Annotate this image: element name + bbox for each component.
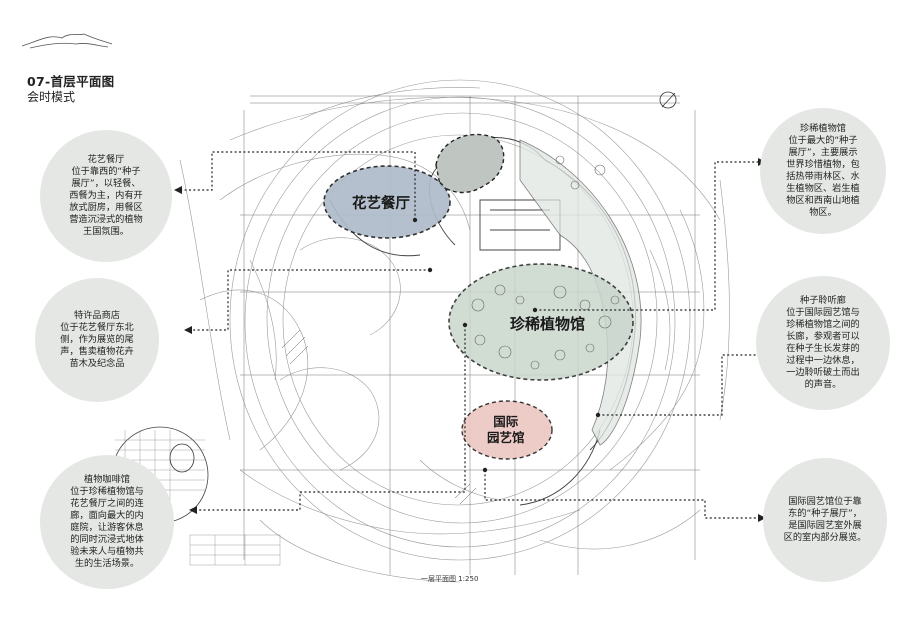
hatched-areas	[281, 329, 477, 505]
note-line: 位于靠西的“种子	[71, 166, 141, 177]
note-line: 花艺餐厅	[87, 154, 125, 165]
flower-restaurant-label: 花艺餐厅	[352, 196, 410, 212]
note-listening-corridor: 种子聆听廊位于国际园艺馆与珍稀植物馆之间的长廊，参观者可以在种子生长发芽的过程中…	[756, 276, 890, 410]
note-line: 花艺餐厅之间的连	[70, 498, 144, 509]
garden-hall-label-line1: 国际	[493, 414, 519, 429]
note-line: 种子聆听廊	[800, 295, 846, 306]
note-line: 东的“种子展厅”，	[788, 508, 862, 519]
note-line: 珍稀植物馆	[800, 123, 846, 134]
note-line: 王国氛围。	[83, 226, 129, 237]
note-line: 位于最大的“种子	[788, 135, 858, 146]
note-line: 国际园艺馆位于靠	[788, 496, 862, 507]
dark-zone-shape	[435, 133, 505, 194]
note-line: 营造沉浸式的植物	[69, 214, 143, 225]
note-line: 特许品商店	[74, 310, 120, 321]
note-line: 一边聆听破土而出	[786, 367, 860, 378]
note-line: 展厅”，主要展示	[788, 147, 858, 158]
garden-hall-label: 国际 园艺馆	[487, 414, 525, 446]
note-line: 在种子生长发芽的	[786, 343, 860, 354]
note-line: 庭院，让游客休息	[70, 522, 144, 533]
north-arrow-icon	[659, 91, 677, 109]
note-line: 生的生活场景。	[74, 558, 140, 569]
note-line: 物区。	[809, 207, 837, 218]
note-line: 的同时沉浸式地体	[70, 534, 144, 545]
note-line: 区的室内部分展览。	[783, 532, 867, 543]
note-line: 长廊，参观者可以	[786, 331, 860, 342]
flower-restaurant-zone	[323, 165, 451, 239]
note-line: 侧，作为展览的尾	[60, 334, 134, 345]
page-subtitle: 会时模式	[27, 90, 76, 104]
note-line: 展厅”，以轻餐、	[71, 178, 141, 189]
note-line: 过程中一边休息，	[786, 355, 860, 366]
note-line: 是国际园艺室外展	[788, 520, 862, 531]
note-line: 世界珍惜植物，包	[786, 159, 860, 170]
page-title: 07-首层平面图	[27, 74, 115, 89]
note-garden-hall: 国际园艺馆位于靠东的“种子展厅”，是国际园艺室外展区的室内部分展览。	[763, 458, 887, 582]
note-shop: 特许品商店位于花艺餐厅东北侧，作为展览的尾声，售卖植物花卉苗木及纪念品	[35, 278, 159, 402]
note-line: 苗木及纪念品	[69, 358, 125, 369]
note-line: 验未来人与植物共	[70, 546, 144, 557]
note-line: 西餐为主，内有开	[69, 190, 143, 201]
leader-lines	[180, 151, 760, 519]
tree-symbols	[471, 155, 620, 370]
note-line: 珍稀植物馆之间的	[786, 319, 860, 330]
garden-hall-label-line2: 园艺馆	[487, 430, 525, 445]
note-line: 位于花艺餐厅东北	[60, 322, 134, 333]
note-line: 位于珍稀植物馆与	[70, 486, 144, 497]
leader-dots	[412, 217, 601, 473]
plan-caption: 一层平面图 1:250	[421, 575, 479, 583]
note-cafe: 植物咖啡馆位于珍稀植物馆与花艺餐厅之间的连廊，面向最大的内庭院，让游客休息的同时…	[40, 455, 174, 589]
note-line: 放式厨房，用餐区	[69, 202, 143, 213]
mountain-logo-icon	[21, 33, 113, 49]
note-line: 植物咖啡馆	[84, 474, 130, 485]
garden-hall-zone	[461, 400, 553, 460]
site-contour-lines	[179, 79, 730, 583]
note-line: 物区和西南山地植	[786, 195, 860, 206]
note-flower-restaurant: 花艺餐厅位于靠西的“种子展厅”，以轻餐、西餐为主，内有开放式厨房，用餐区营造沉浸…	[40, 130, 172, 262]
note-line: 的声音。	[804, 379, 842, 390]
note-line: 括热带雨林区、水	[786, 171, 860, 182]
note-line: 生植物区、岩生植	[786, 183, 860, 194]
note-line: 声，售卖植物花卉	[60, 346, 134, 357]
note-rare-plants: 珍稀植物馆位于最大的“种子展厅”，主要展示世界珍惜植物，包括热带雨林区、水生植物…	[760, 108, 886, 234]
plan-table	[189, 534, 281, 566]
note-line: 廊，面向最大的内	[70, 510, 144, 521]
note-line: 位于国际园艺馆与	[786, 307, 860, 318]
rare-plants-label: 珍稀植物馆	[510, 315, 586, 333]
